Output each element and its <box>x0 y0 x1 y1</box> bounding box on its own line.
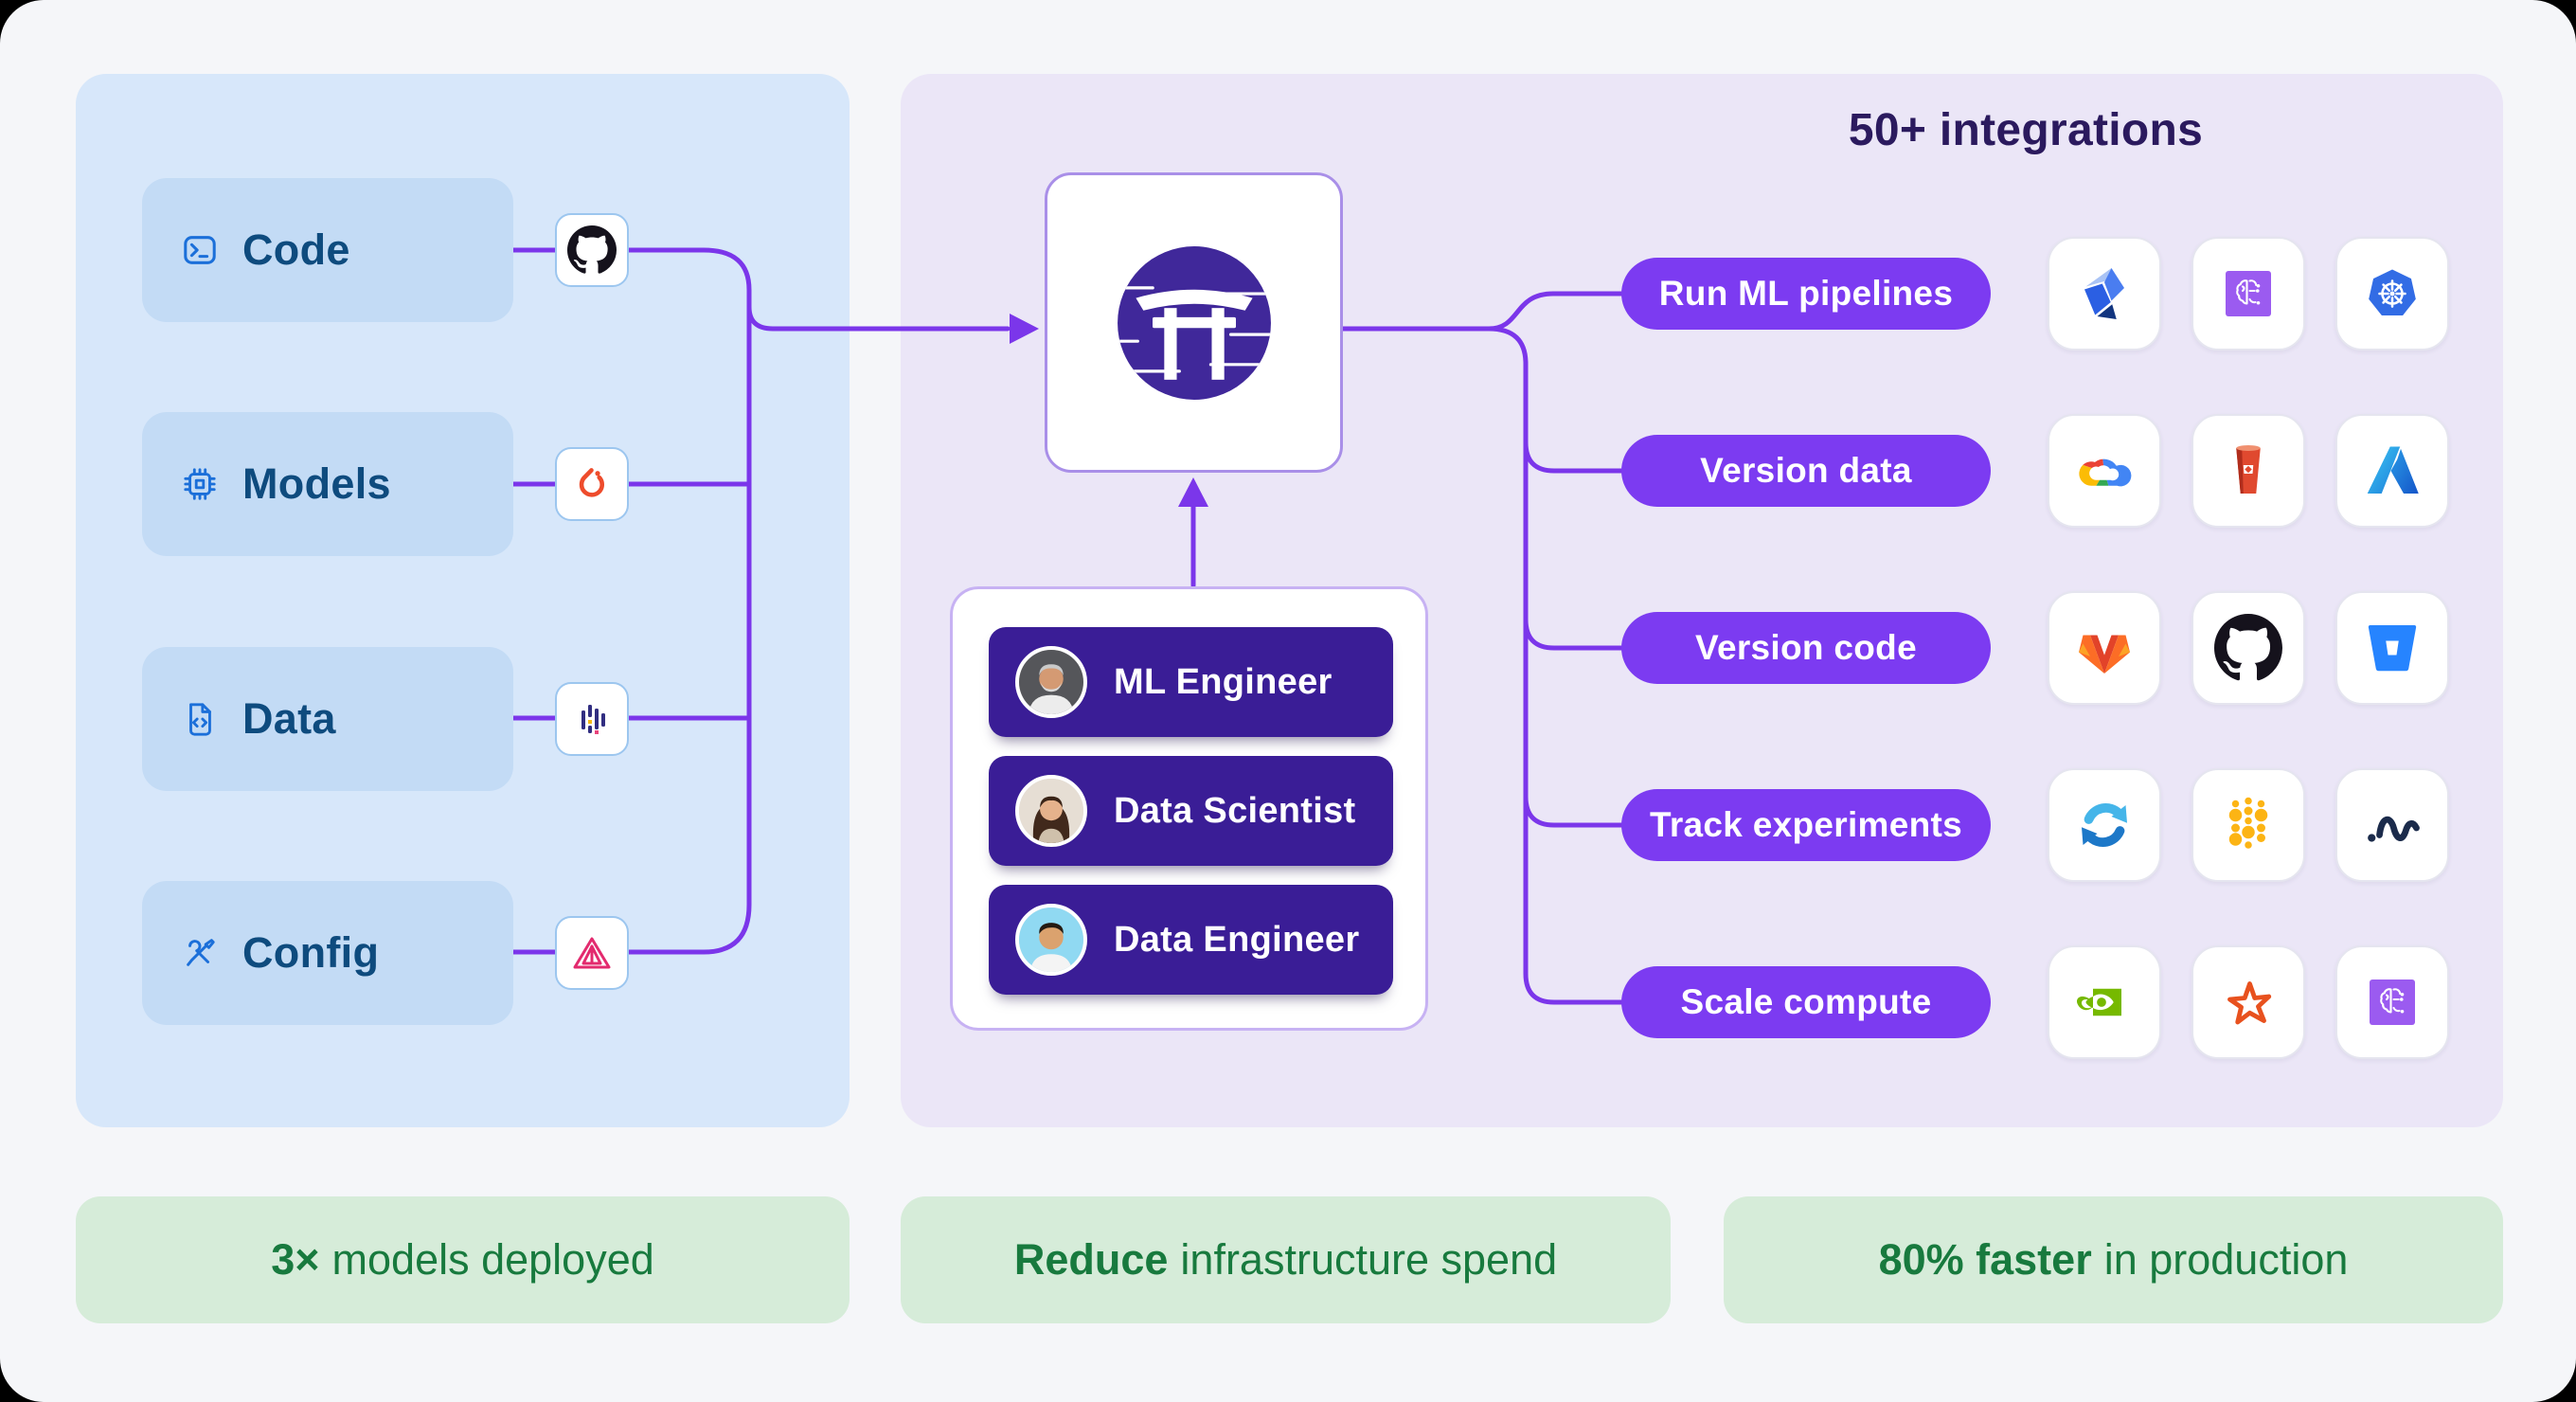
stat-card-faster-production: 80% faster in production <box>1724 1196 2503 1323</box>
source-card-models: Models <box>142 412 629 556</box>
stat-highlight: 3× <box>271 1235 320 1284</box>
stat-rest: models deployed <box>331 1235 654 1284</box>
source-label: Models <box>242 459 391 508</box>
role-label: Data Engineer <box>1114 919 1360 960</box>
integration-tile <box>2048 591 2161 705</box>
kubernetes-icon <box>2369 269 2416 315</box>
capability-pill-scale-compute: Scale compute <box>1621 966 1991 1038</box>
stat-card-models-deployed: 3× models deployed <box>76 1196 850 1323</box>
integration-tile <box>2335 591 2449 705</box>
ml-brain-icon <box>2370 980 2415 1025</box>
integration-tile <box>2335 768 2449 882</box>
kubeflow-icon <box>2084 268 2124 319</box>
integration-tile <box>2048 414 2161 528</box>
role-card-data-engineer: Data Engineer <box>989 885 1393 995</box>
integration-tile <box>2191 237 2305 350</box>
stat-highlight: 80% faster <box>1878 1235 2092 1284</box>
tool-tile-data-versioning <box>555 682 629 756</box>
role-card-ml-engineer: ML Engineer <box>989 627 1393 737</box>
role-label: Data Scientist <box>1114 790 1356 831</box>
file-code-icon <box>189 703 211 736</box>
google-cloud-icon <box>2079 458 2132 487</box>
stat-card-infrastructure-spend: Reduce infrastructure spend <box>901 1196 1671 1323</box>
pytorch-icon <box>579 468 605 497</box>
gitlab-icon <box>2079 635 2130 674</box>
stat-rest: in production <box>2103 1235 2349 1284</box>
role-card-data-scientist: Data Scientist <box>989 756 1393 866</box>
stat-rest: infrastructure spend <box>1180 1235 1558 1284</box>
avatar-data-engineer <box>1015 904 1087 976</box>
integration-tile <box>2048 237 2161 350</box>
tool-tile-config <box>555 916 629 990</box>
integration-tile <box>2048 768 2161 882</box>
ml-brain-icon <box>2226 271 2271 316</box>
bitbucket-icon <box>2368 624 2417 672</box>
source-card-data: Data <box>142 647 629 791</box>
tools-icon <box>187 939 215 966</box>
tool-tile-github <box>555 213 629 287</box>
integration-tile <box>2335 237 2449 350</box>
zenml-torii-logo <box>1117 245 1271 400</box>
github-icon <box>2214 614 2282 681</box>
integration-tile <box>2335 414 2449 528</box>
capability-pill-track-experiments: Track experiments <box>1621 789 1991 861</box>
capability-pill-run-pipelines: Run ML pipelines <box>1621 258 1991 330</box>
spark-star-icon <box>2227 981 2272 1025</box>
source-label: Data <box>242 694 336 743</box>
stat-highlight: Reduce <box>1013 1235 1169 1284</box>
team-roles-box: ML Engineer Data Scientist Data Engineer <box>950 586 1428 1031</box>
integration-tile <box>2335 945 2449 1059</box>
role-label: ML Engineer <box>1114 661 1333 702</box>
integration-tile <box>2191 414 2305 528</box>
integration-tile <box>2191 591 2305 705</box>
chip-icon <box>184 468 216 500</box>
tool-tile-pytorch <box>555 447 629 521</box>
prism-icon <box>573 937 611 969</box>
source-label: Code <box>242 225 350 274</box>
zenml-logo-box <box>1045 172 1343 473</box>
capability-pill-version-code: Version code <box>1621 612 1991 684</box>
github-icon <box>567 225 617 274</box>
avatar-data-scientist <box>1015 775 1087 847</box>
data-bars-icon <box>581 705 605 734</box>
azure-icon <box>2367 446 2419 494</box>
amazon-s3-icon <box>2236 445 2261 494</box>
wandb-dots-icon <box>2228 797 2268 849</box>
capability-pill-version-data: Version data <box>1621 435 1991 507</box>
integrations-title: 50+ integrations <box>1848 105 2204 155</box>
sync-arrows-icon <box>2082 803 2127 847</box>
terminal-icon <box>184 236 216 264</box>
nvidia-icon <box>2076 988 2121 1016</box>
avatar-ml-engineer <box>1015 646 1087 718</box>
source-card-code: Code <box>142 178 629 322</box>
source-label: Config <box>242 928 380 977</box>
integration-tile <box>2048 945 2161 1059</box>
source-card-config: Config <box>142 881 629 1025</box>
neptune-wave-icon <box>2368 816 2420 842</box>
integration-tile <box>2191 945 2305 1059</box>
integration-tile <box>2191 768 2305 882</box>
